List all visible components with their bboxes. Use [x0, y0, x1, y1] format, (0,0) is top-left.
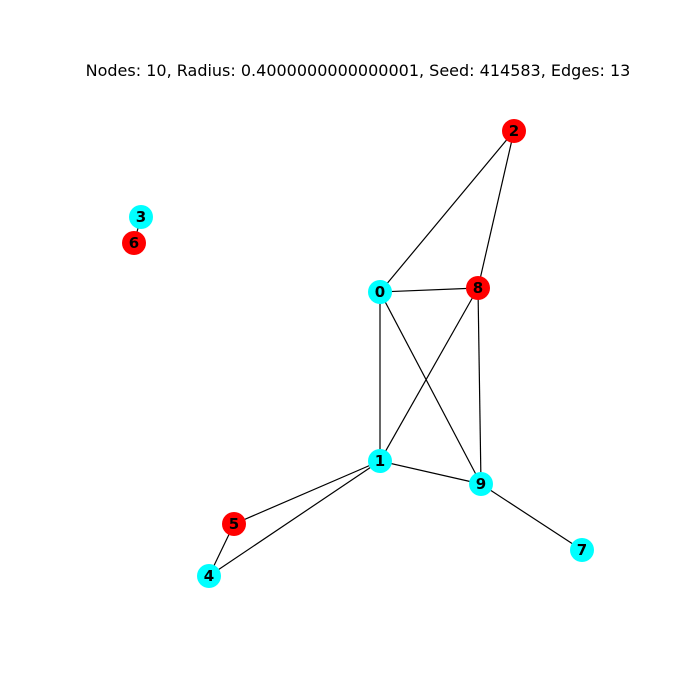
- node-label-3: 3: [136, 208, 146, 226]
- node-4: 4: [197, 564, 221, 588]
- node-label-6: 6: [129, 234, 139, 252]
- node-2: 2: [502, 119, 526, 143]
- node-label-4: 4: [204, 567, 214, 585]
- node-circle-3: [129, 205, 153, 229]
- node-5: 5: [222, 512, 246, 536]
- node-circle-8: [466, 276, 490, 300]
- node-circle-5: [222, 512, 246, 536]
- node-label-0: 0: [375, 283, 385, 301]
- node-7: 7: [570, 538, 594, 562]
- node-label-1: 1: [375, 452, 385, 470]
- node-circle-2: [502, 119, 526, 143]
- edge-8-9: [477, 287, 482, 485]
- edge-1-4: [208, 460, 381, 577]
- node-circle-7: [570, 538, 594, 562]
- edge-8-1: [379, 287, 479, 462]
- edge-1-5: [233, 460, 381, 525]
- node-label-2: 2: [509, 122, 519, 140]
- node-label-8: 8: [473, 279, 483, 297]
- edge-2-8: [477, 130, 515, 289]
- node-circle-0: [368, 280, 392, 304]
- node-label-7: 7: [577, 541, 587, 559]
- graph-title: Nodes: 10, Radius: 0.4000000000000001, S…: [86, 61, 631, 80]
- edges-layer: [133, 130, 583, 577]
- node-3: 3: [129, 205, 153, 229]
- node-circle-4: [197, 564, 221, 588]
- nodes-layer: 0 1 2 3 4 5 6 7 8 9: [122, 119, 594, 588]
- node-9: 9: [469, 472, 493, 496]
- node-circle-1: [368, 449, 392, 473]
- node-6: 6: [122, 231, 146, 255]
- node-circle-9: [469, 472, 493, 496]
- edge-0-9: [379, 291, 482, 485]
- edge-9-7: [480, 483, 583, 551]
- edge-0-2: [379, 130, 515, 293]
- node-8: 8: [466, 276, 490, 300]
- node-label-9: 9: [476, 475, 486, 493]
- node-0: 0: [368, 280, 392, 304]
- node-label-5: 5: [229, 515, 239, 533]
- node-circle-6: [122, 231, 146, 255]
- edge-0-8: [379, 287, 479, 293]
- node-1: 1: [368, 449, 392, 473]
- edge-1-9: [379, 460, 482, 485]
